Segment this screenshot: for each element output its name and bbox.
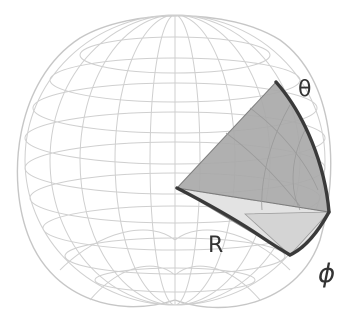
- phi-arc: [288, 210, 331, 257]
- radius-arc: [175, 186, 292, 257]
- sector-grid-line: [261, 104, 291, 211]
- theta-sector-grid: [225, 104, 319, 211]
- sector-grid-line: [249, 107, 319, 191]
- theta-label: θ: [298, 77, 311, 102]
- theta-arc: [274, 80, 331, 214]
- phi-sector-facet: [243, 211, 330, 256]
- sector-grid-line: [292, 129, 306, 211]
- sector-grid-line: [225, 132, 301, 207]
- phi-label: ϕ: [318, 259, 335, 289]
- radius-label: R: [208, 233, 223, 258]
